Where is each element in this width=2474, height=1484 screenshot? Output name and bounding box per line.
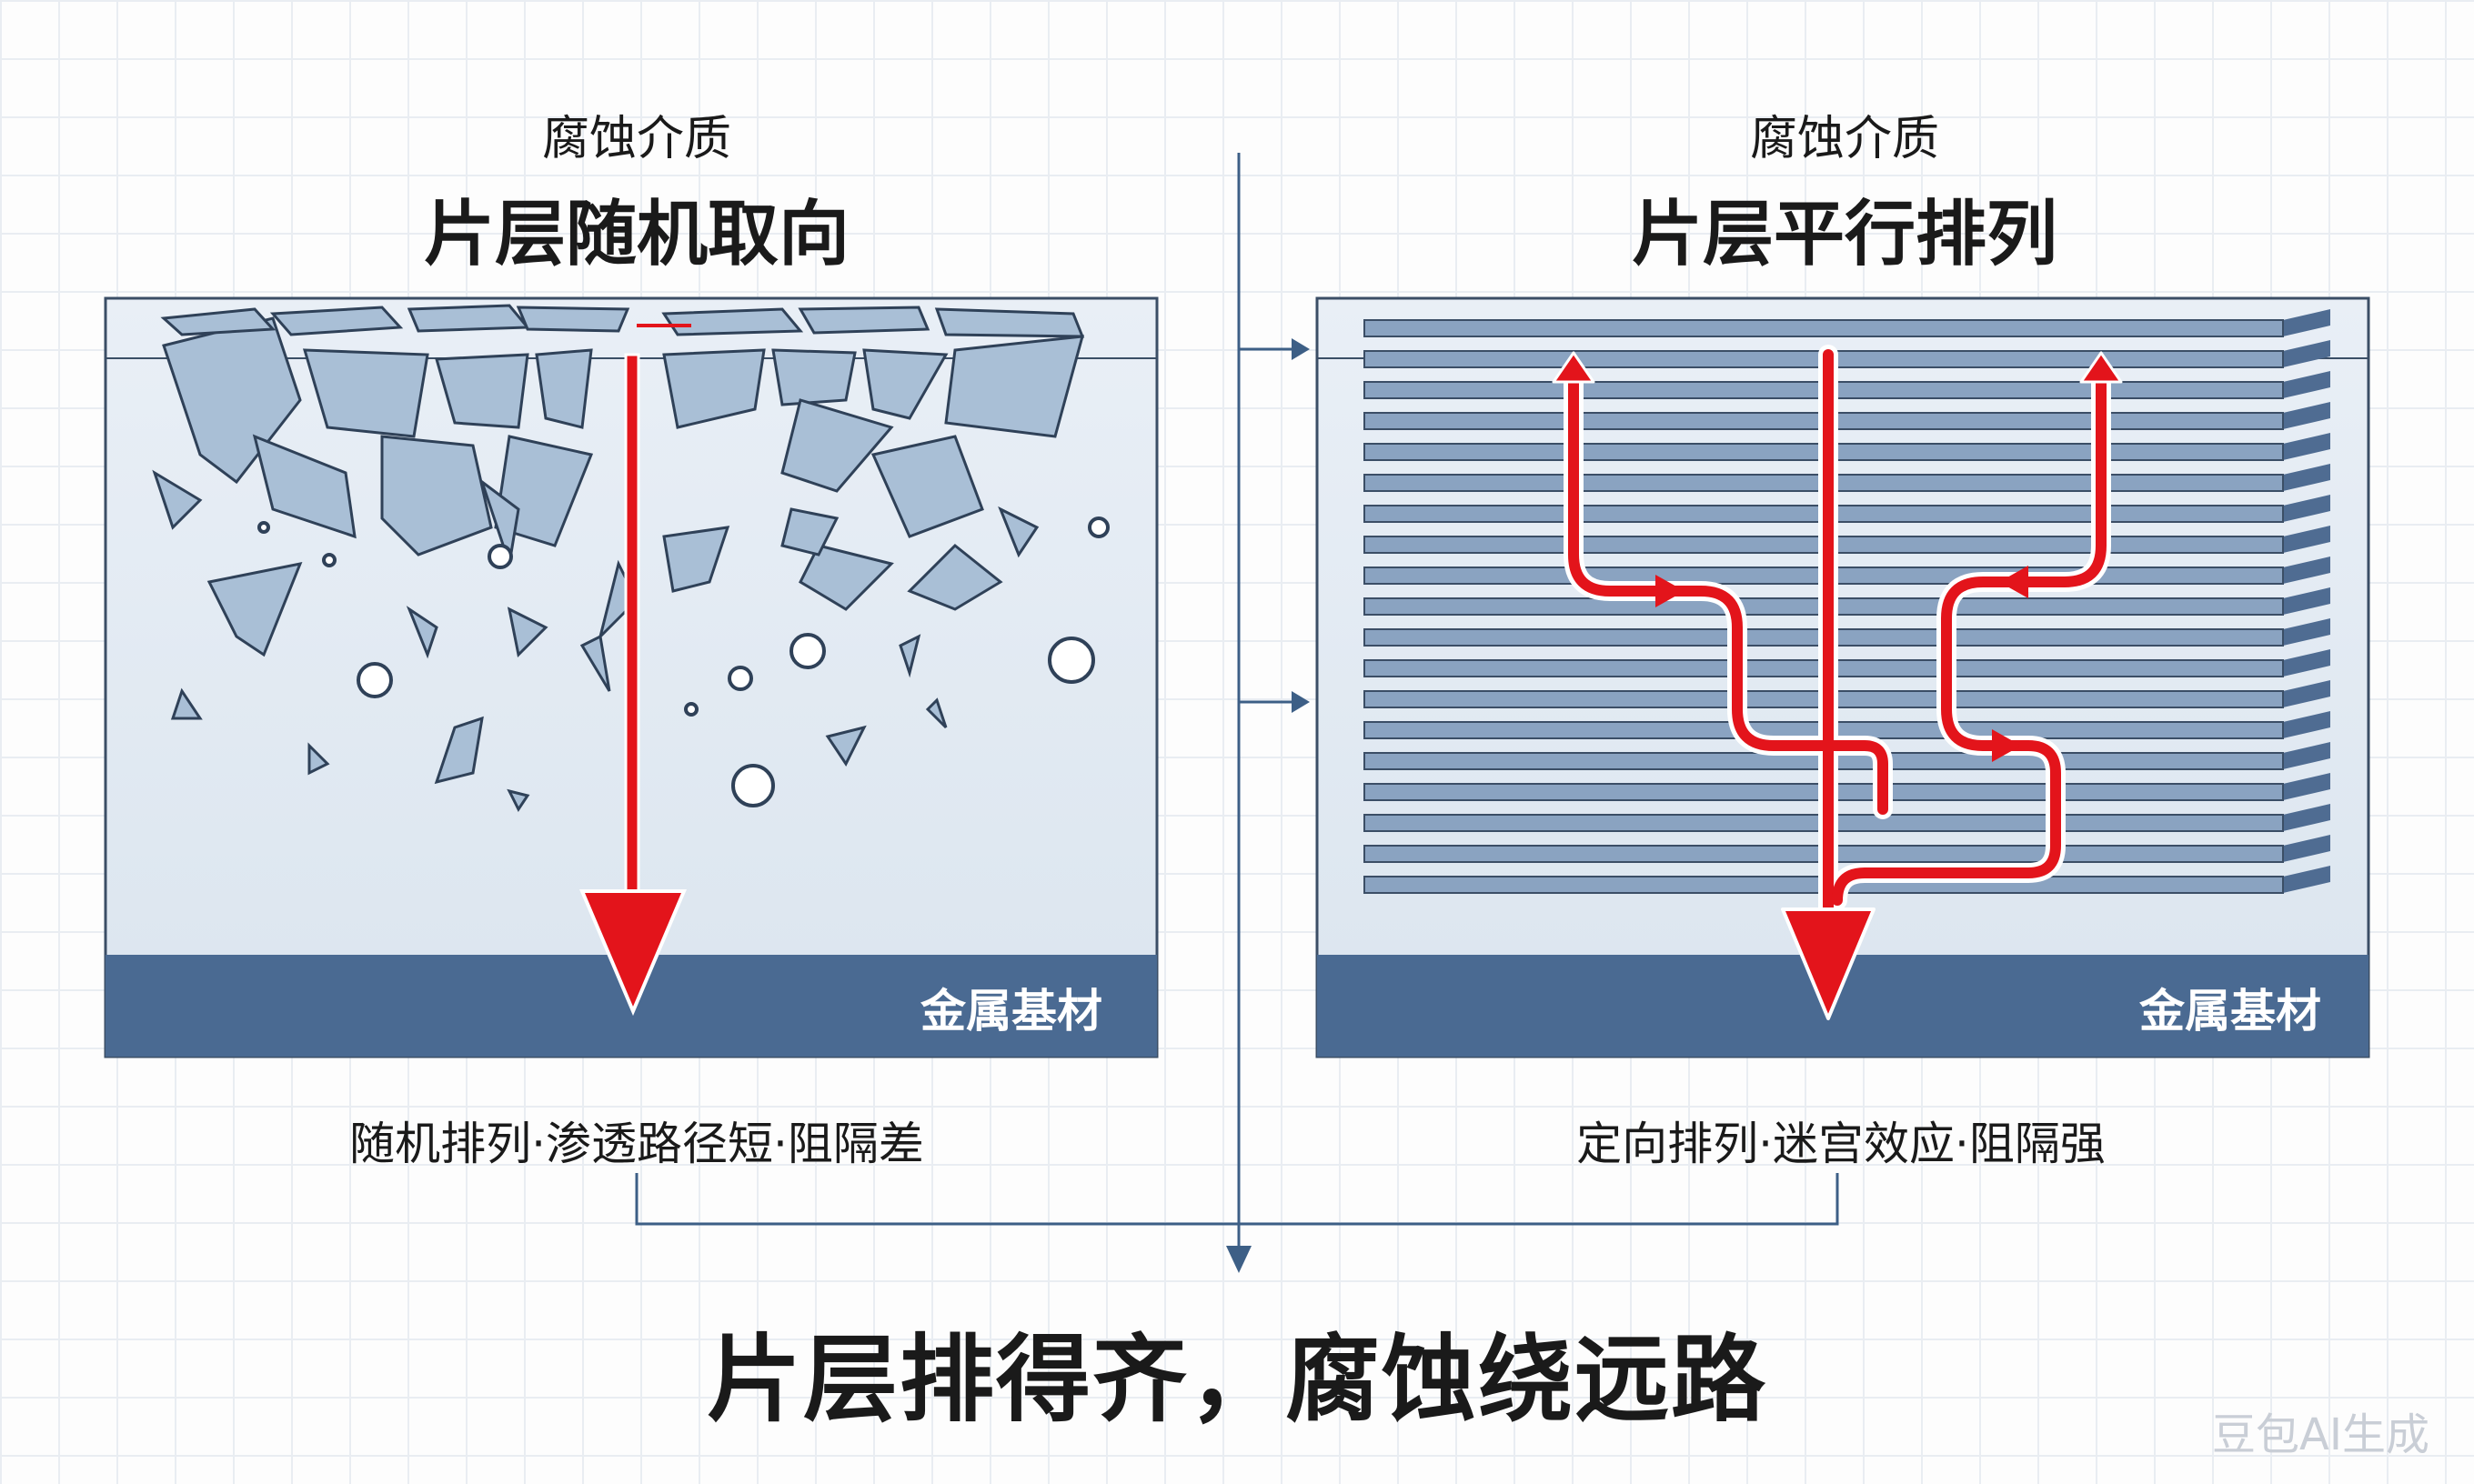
flake: [798, 306, 930, 335]
left-substrate-label: 金属基材: [920, 985, 1102, 1038]
flake: [998, 506, 1040, 558]
flake: [516, 306, 630, 333]
connector-arrowheads: [1226, 338, 1310, 1273]
flake: [780, 507, 840, 556]
pore: [357, 662, 393, 698]
flake: [535, 348, 593, 429]
flake: [925, 697, 948, 729]
flake: [661, 307, 804, 336]
flake: [435, 353, 529, 429]
pore: [1088, 516, 1110, 538]
flake: [662, 348, 766, 429]
flake: [252, 434, 357, 539]
flake: [825, 725, 867, 767]
flake: [870, 435, 984, 538]
left-pores: [257, 516, 1110, 807]
left-penetration-arrow: [578, 353, 688, 1017]
flake: [434, 716, 484, 785]
pore: [728, 666, 753, 691]
flake: [934, 307, 1085, 338]
flake: [862, 348, 949, 420]
flake: [302, 348, 429, 438]
flake: [160, 307, 277, 336]
left-caption: 随机排列·渗透路径短·阻隔差: [349, 1118, 924, 1170]
pore: [789, 633, 826, 669]
flake: [269, 306, 404, 336]
tortuous-path-right: [1832, 367, 2107, 906]
flake: [170, 687, 203, 720]
flake: [780, 398, 894, 493]
flake: [799, 544, 894, 611]
flake: [662, 526, 730, 593]
flake: [380, 435, 493, 556]
flake: [307, 742, 330, 776]
right-substrate-label: 金属基材: [2139, 985, 2321, 1038]
flake: [507, 607, 548, 658]
pore: [731, 764, 775, 807]
right-caption: 定向排列·迷宫效应·阻隔强: [1576, 1118, 2106, 1170]
pore: [257, 521, 270, 534]
watermark: 豆包AI生成: [2212, 1409, 2429, 1460]
left-medium-label: 腐蚀介质: [541, 112, 731, 166]
right-tortuous-paths: [1552, 345, 2123, 1020]
flake: [907, 543, 1003, 611]
flake: [407, 304, 531, 333]
pore: [322, 553, 337, 567]
flake: [206, 561, 303, 657]
right-medium-label: 腐蚀介质: [1749, 112, 1939, 166]
left-flakes: [152, 304, 1085, 812]
left-title: 片层随机取向: [423, 194, 850, 276]
flake: [479, 477, 520, 565]
tortuous-path-left: [1568, 367, 1888, 815]
flake: [406, 606, 438, 659]
right-panel: [1315, 296, 2370, 1058]
conclusion-headline: 片层排得齐，腐蚀绕远路: [706, 1324, 1767, 1435]
left-panel: [104, 296, 1159, 1058]
right-title: 片层平行排列: [1631, 194, 2057, 276]
flake: [899, 634, 921, 678]
flake: [507, 788, 530, 812]
pore: [1048, 637, 1095, 684]
connectors: [635, 153, 1839, 1255]
flake: [944, 335, 1085, 438]
right-plate-edges: [2283, 309, 2330, 893]
pore: [488, 544, 513, 569]
pore: [684, 702, 699, 717]
plate: [1363, 319, 2284, 337]
bottom-bracket: [635, 1173, 1839, 1226]
flake: [579, 634, 611, 692]
flake: [771, 348, 857, 406]
flake: [152, 469, 203, 530]
